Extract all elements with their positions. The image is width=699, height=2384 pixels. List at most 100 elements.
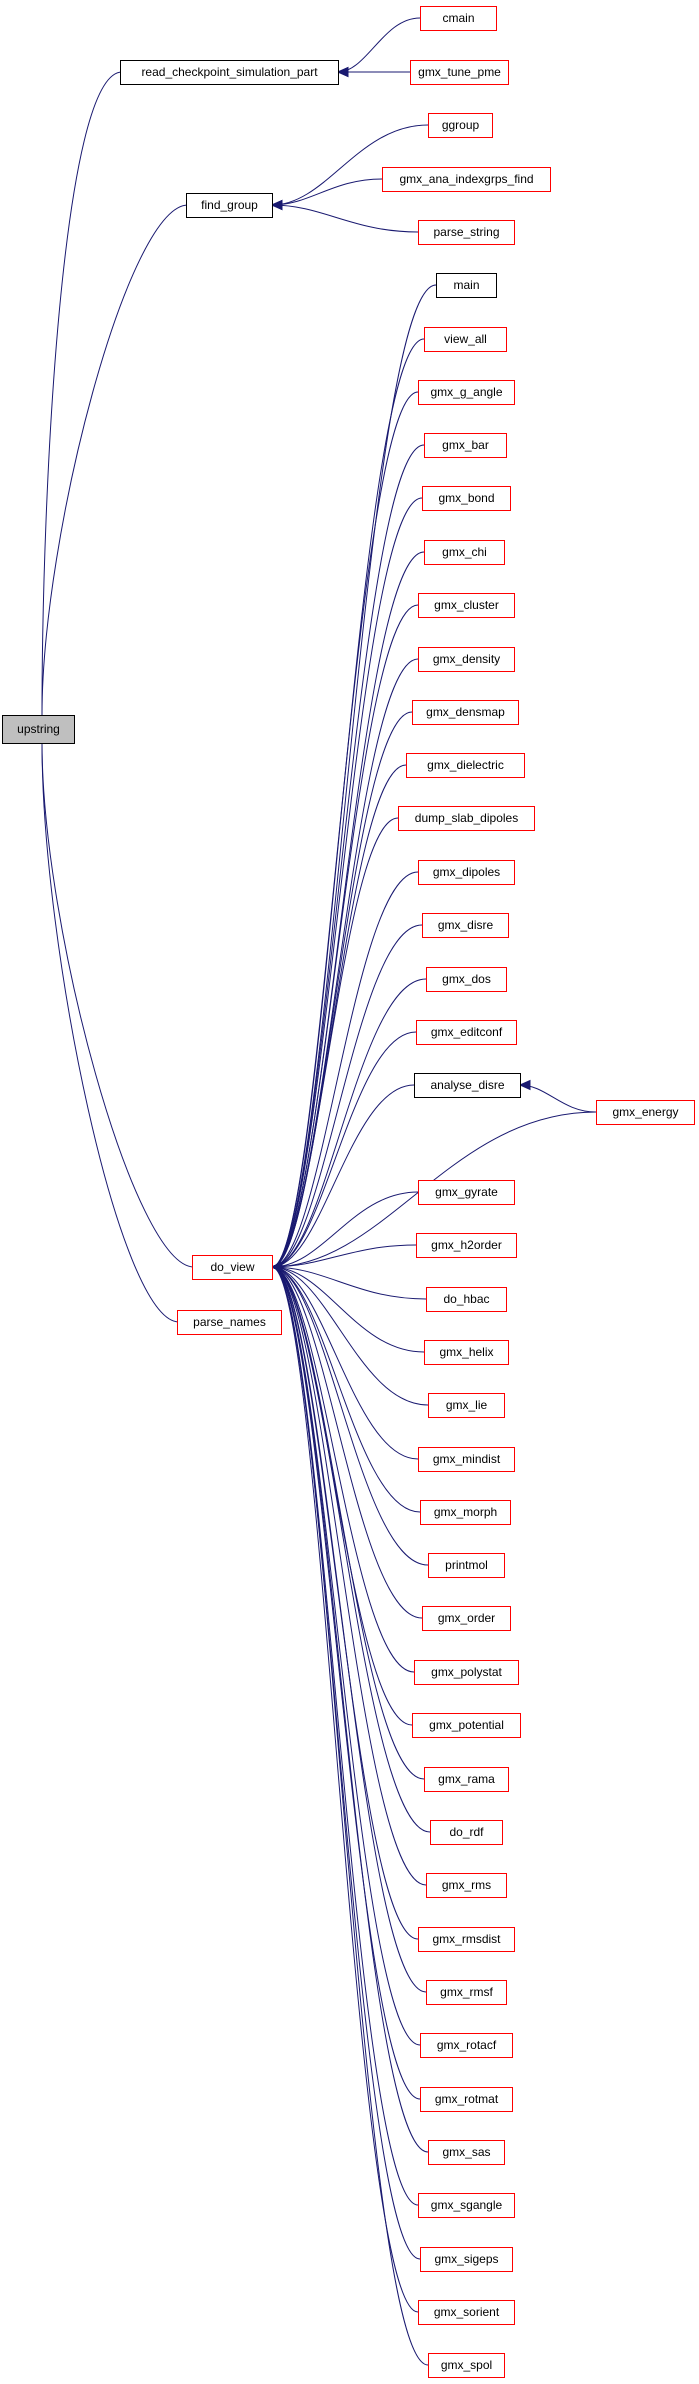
node-gmx-gyrate[interactable]: gmx_gyrate <box>418 1180 515 1205</box>
node-gmx-energy[interactable]: gmx_energy <box>596 1100 695 1125</box>
node-box-analyse-disre[interactable] <box>414 1073 521 1098</box>
node-gmx-polystat[interactable]: gmx_polystat <box>414 1660 519 1685</box>
node-box-gmx-sigeps[interactable] <box>420 2247 513 2272</box>
node-box-gmx-rotmat[interactable] <box>420 2087 513 2112</box>
node-gmx-rotmat[interactable]: gmx_rotmat <box>420 2087 513 2112</box>
node-box-do-rdf[interactable] <box>430 1820 503 1845</box>
node-box-gmx-mindist[interactable] <box>418 1447 515 1472</box>
node-box-cmain[interactable] <box>420 6 497 31</box>
node-box-gmx-energy[interactable] <box>596 1100 695 1125</box>
node-do-view[interactable]: do_view <box>192 1255 273 1280</box>
node-box-gmx-g-angle[interactable] <box>418 380 515 405</box>
node-gmx-morph[interactable]: gmx_morph <box>420 1500 511 1525</box>
node-box-view-all[interactable] <box>424 327 507 352</box>
node-box-gmx-morph[interactable] <box>420 1500 511 1525</box>
node-box-gmx-spol[interactable] <box>428 2353 505 2378</box>
node-box-gmx-rama[interactable] <box>424 1767 509 1792</box>
node-box-gmx-dos[interactable] <box>426 967 507 992</box>
node-gmx-g-angle[interactable]: gmx_g_angle <box>418 380 515 405</box>
node-box-gmx-ana-indexgrps-find[interactable] <box>382 167 551 192</box>
node-gmx-dipoles[interactable]: gmx_dipoles <box>418 860 515 885</box>
node-box-gmx-order[interactable] <box>422 1606 511 1631</box>
node-gmx-editconf[interactable]: gmx_editconf <box>416 1020 517 1045</box>
node-analyse-disre[interactable]: analyse_disre <box>414 1073 521 1098</box>
node-box-gmx-dielectric[interactable] <box>406 753 525 778</box>
node-box-gmx-helix[interactable] <box>424 1340 509 1365</box>
node-do-rdf[interactable]: do_rdf <box>430 1820 503 1845</box>
node-gmx-chi[interactable]: gmx_chi <box>424 540 505 565</box>
node-do-hbac[interactable]: do_hbac <box>426 1287 507 1312</box>
node-box-gmx-h2order[interactable] <box>416 1233 517 1258</box>
node-gmx-spol[interactable]: gmx_spol <box>428 2353 505 2378</box>
node-box-gmx-rotacf[interactable] <box>420 2033 513 2058</box>
node-box-gmx-sas[interactable] <box>428 2140 505 2165</box>
node-gmx-tune-pme[interactable]: gmx_tune_pme <box>410 60 509 85</box>
node-box-do-hbac[interactable] <box>426 1287 507 1312</box>
node-gmx-cluster[interactable]: gmx_cluster <box>418 593 515 618</box>
node-box-ggroup[interactable] <box>428 113 493 138</box>
node-box-gmx-density[interactable] <box>418 647 515 672</box>
node-gmx-ana-indexgrps-find[interactable]: gmx_ana_indexgrps_find <box>382 167 551 192</box>
node-read-checkpoint-simulation-part[interactable]: read_checkpoint_simulation_part <box>120 60 339 85</box>
node-gmx-mindist[interactable]: gmx_mindist <box>418 1447 515 1472</box>
node-box-gmx-polystat[interactable] <box>414 1660 519 1685</box>
node-box-main[interactable] <box>436 273 497 298</box>
node-box-gmx-editconf[interactable] <box>416 1020 517 1045</box>
node-box-gmx-tune-pme[interactable] <box>410 60 509 85</box>
node-gmx-rmsf[interactable]: gmx_rmsf <box>426 1980 507 2005</box>
node-box-gmx-densmap[interactable] <box>412 700 519 725</box>
node-gmx-order[interactable]: gmx_order <box>422 1606 511 1631</box>
node-box-gmx-bond[interactable] <box>422 486 511 511</box>
node-gmx-dielectric[interactable]: gmx_dielectric <box>406 753 525 778</box>
node-parse-names[interactable]: parse_names <box>177 1310 282 1335</box>
node-box-gmx-dipoles[interactable] <box>418 860 515 885</box>
node-find-group[interactable]: find_group <box>186 193 273 218</box>
node-box-find-group[interactable] <box>186 193 273 218</box>
node-box-gmx-rmsdist[interactable] <box>418 1927 515 1952</box>
node-gmx-helix[interactable]: gmx_helix <box>424 1340 509 1365</box>
node-parse-string[interactable]: parse_string <box>418 220 515 245</box>
node-gmx-disre[interactable]: gmx_disre <box>422 913 509 938</box>
node-main[interactable]: main <box>436 273 497 298</box>
node-gmx-density[interactable]: gmx_density <box>418 647 515 672</box>
node-gmx-sas[interactable]: gmx_sas <box>428 2140 505 2165</box>
node-gmx-rama[interactable]: gmx_rama <box>424 1767 509 1792</box>
node-box-gmx-sgangle[interactable] <box>418 2193 515 2218</box>
node-gmx-bar[interactable]: gmx_bar <box>424 433 507 458</box>
node-box-printmol[interactable] <box>428 1553 505 1578</box>
node-cmain[interactable]: cmain <box>420 6 497 31</box>
node-box-dump-slab-dipoles[interactable] <box>398 806 535 831</box>
node-gmx-sigeps[interactable]: gmx_sigeps <box>420 2247 513 2272</box>
node-box-gmx-rmsf[interactable] <box>426 1980 507 2005</box>
node-printmol[interactable]: printmol <box>428 1553 505 1578</box>
node-gmx-rms[interactable]: gmx_rms <box>426 1873 507 1898</box>
node-gmx-h2order[interactable]: gmx_h2order <box>416 1233 517 1258</box>
node-gmx-densmap[interactable]: gmx_densmap <box>412 700 519 725</box>
node-box-read-checkpoint-simulation-part[interactable] <box>120 60 339 85</box>
node-box-gmx-cluster[interactable] <box>418 593 515 618</box>
node-box-gmx-lie[interactable] <box>428 1393 505 1418</box>
node-box-gmx-bar[interactable] <box>424 433 507 458</box>
node-upstring[interactable]: upstring <box>2 715 75 744</box>
node-box-upstring[interactable] <box>2 715 75 744</box>
node-gmx-rmsdist[interactable]: gmx_rmsdist <box>418 1927 515 1952</box>
node-gmx-lie[interactable]: gmx_lie <box>428 1393 505 1418</box>
node-box-gmx-potential[interactable] <box>412 1713 521 1738</box>
node-box-do-view[interactable] <box>192 1255 273 1280</box>
node-box-gmx-sorient[interactable] <box>418 2300 515 2325</box>
node-gmx-potential[interactable]: gmx_potential <box>412 1713 521 1738</box>
node-view-all[interactable]: view_all <box>424 327 507 352</box>
node-box-gmx-gyrate[interactable] <box>418 1180 515 1205</box>
node-box-gmx-chi[interactable] <box>424 540 505 565</box>
node-ggroup[interactable]: ggroup <box>428 113 493 138</box>
node-gmx-sorient[interactable]: gmx_sorient <box>418 2300 515 2325</box>
node-gmx-rotacf[interactable]: gmx_rotacf <box>420 2033 513 2058</box>
node-box-parse-names[interactable] <box>177 1310 282 1335</box>
node-gmx-dos[interactable]: gmx_dos <box>426 967 507 992</box>
node-gmx-bond[interactable]: gmx_bond <box>422 486 511 511</box>
node-gmx-sgangle[interactable]: gmx_sgangle <box>418 2193 515 2218</box>
node-dump-slab-dipoles[interactable]: dump_slab_dipoles <box>398 806 535 831</box>
node-box-parse-string[interactable] <box>418 220 515 245</box>
node-box-gmx-rms[interactable] <box>426 1873 507 1898</box>
node-box-gmx-disre[interactable] <box>422 913 509 938</box>
